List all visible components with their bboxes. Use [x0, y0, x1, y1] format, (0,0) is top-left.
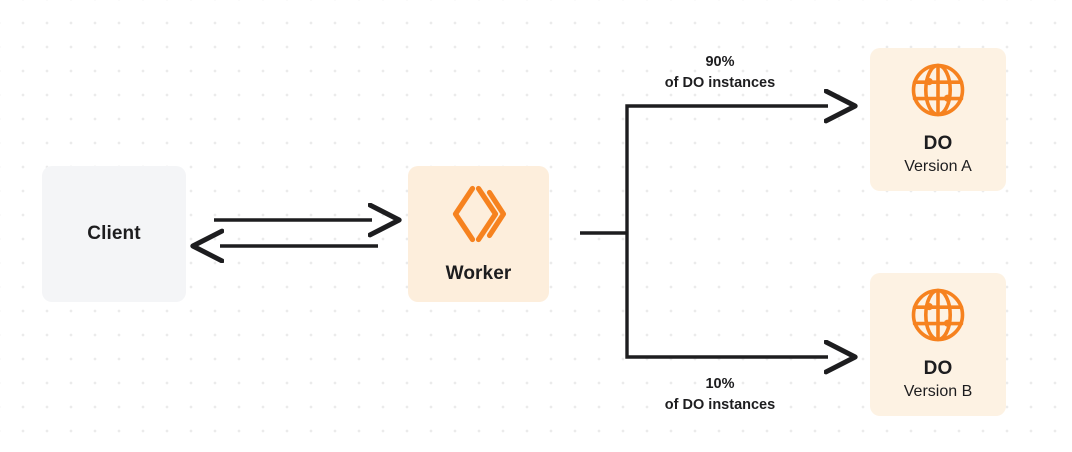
edge-label-do-a-percent: 90% [705, 54, 735, 70]
node-do-version-a[interactable]: DO Version A [870, 48, 1006, 191]
node-worker[interactable]: Worker [408, 166, 549, 302]
node-do-b-sublabel: Version B [903, 383, 973, 401]
edge-label-do-b: 10% of DO instances [627, 374, 813, 416]
node-do-version-b[interactable]: DO Version B [870, 273, 1006, 416]
node-do-a-sublabel: Version A [904, 158, 972, 176]
node-worker-label: Worker [445, 263, 512, 285]
cloudflare-workers-icon [448, 183, 510, 245]
edge-worker-to-do-a [625, 106, 828, 233]
edge-label-do-b-text: of DO instances [664, 397, 776, 414]
edge-worker-to-do-b [625, 233, 828, 357]
node-client-label: Client [87, 223, 141, 245]
edge-label-do-a-text: of DO instances [664, 75, 776, 92]
edge-label-do-a: 90% of DO instances [627, 52, 813, 94]
globe-icon [909, 61, 967, 119]
globe-icon [909, 286, 967, 344]
edge-label-do-b-percent: 10% [705, 376, 735, 392]
node-do-b-label: DO [923, 358, 953, 380]
node-client[interactable]: Client [42, 166, 186, 302]
node-do-a-label: DO [923, 133, 953, 155]
